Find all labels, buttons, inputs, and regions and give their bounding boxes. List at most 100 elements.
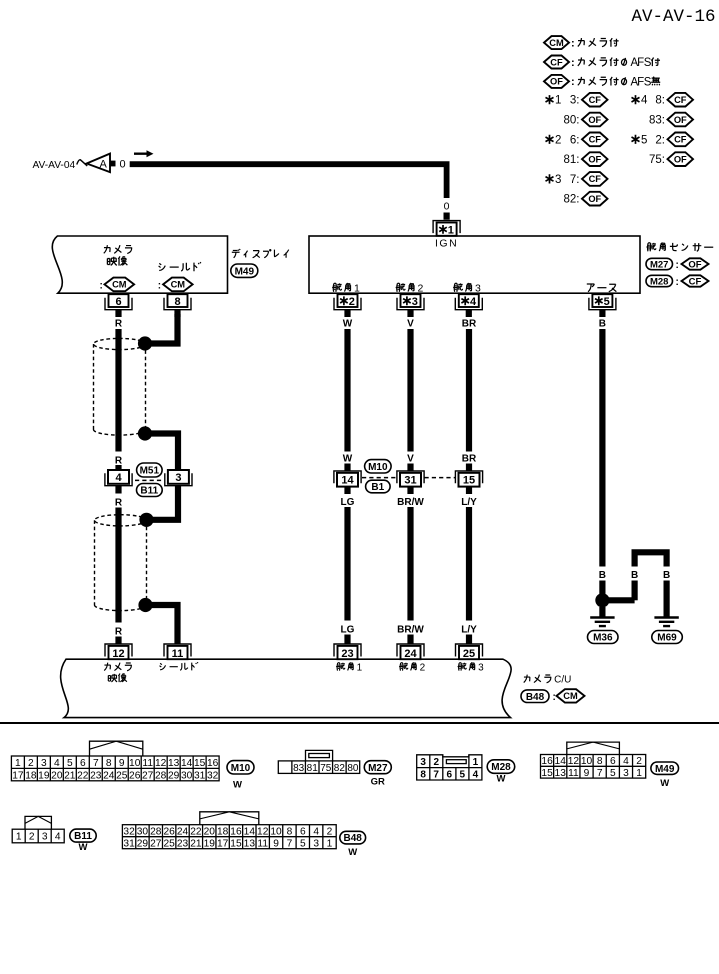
svg-text:R: R	[115, 318, 123, 329]
svg-text:31: 31	[404, 475, 416, 487]
svg-text:V: V	[407, 454, 414, 465]
svg-text:1: 1	[555, 95, 561, 107]
svg-text:OF: OF	[550, 77, 563, 87]
svg-text:W: W	[233, 780, 242, 791]
svg-text:M28: M28	[650, 276, 668, 287]
svg-text:8: 8	[174, 296, 180, 308]
svg-text::: :	[676, 260, 679, 271]
svg-text:6: 6	[610, 756, 616, 767]
svg-text:BR/W: BR/W	[397, 497, 424, 508]
svg-text:7: 7	[287, 838, 293, 849]
svg-text:8: 8	[287, 826, 293, 837]
svg-text:11: 11	[568, 768, 579, 779]
svg-text:CM: CM	[112, 280, 127, 290]
svg-text:B48: B48	[526, 692, 545, 703]
svg-text:M51: M51	[140, 466, 160, 477]
svg-text:V: V	[407, 318, 414, 329]
svg-text:5: 5	[460, 770, 466, 781]
svg-text:M36: M36	[593, 633, 613, 644]
svg-text:14: 14	[244, 826, 256, 837]
svg-text:19: 19	[204, 838, 216, 849]
svg-text:OF: OF	[588, 115, 601, 125]
svg-text:26: 26	[129, 770, 141, 781]
svg-text:83: 83	[293, 763, 305, 774]
svg-text:2: 2	[28, 758, 34, 769]
svg-text:8: 8	[420, 770, 426, 781]
svg-text:17: 17	[217, 838, 229, 849]
svg-text:1: 1	[636, 768, 642, 779]
svg-text:13: 13	[168, 758, 180, 769]
svg-text:25: 25	[163, 838, 175, 849]
svg-text:OF: OF	[674, 154, 687, 164]
svg-text:83:: 83:	[649, 115, 665, 127]
svg-text:9: 9	[273, 838, 279, 849]
svg-text:7: 7	[597, 768, 603, 779]
svg-text:CM: CM	[563, 691, 578, 701]
svg-text:4: 4	[470, 296, 477, 308]
svg-text:14: 14	[181, 758, 193, 769]
svg-text:31: 31	[123, 838, 135, 849]
svg-text:6:: 6:	[570, 134, 580, 146]
svg-text:R: R	[115, 627, 123, 638]
svg-text:80: 80	[347, 763, 359, 774]
svg-text:M10: M10	[368, 462, 388, 473]
svg-text:15: 15	[541, 768, 553, 779]
svg-text:2: 2	[434, 757, 440, 768]
svg-text:12: 12	[155, 758, 167, 769]
svg-text:3: 3	[412, 296, 418, 308]
svg-text:22: 22	[190, 826, 202, 837]
svg-text:1: 1	[16, 832, 22, 843]
svg-text:OF: OF	[588, 154, 601, 164]
svg-text:23: 23	[341, 648, 353, 660]
svg-text:R: R	[115, 498, 123, 509]
svg-text:75:: 75:	[649, 154, 665, 166]
svg-text:27: 27	[150, 838, 162, 849]
svg-text:3: 3	[313, 838, 319, 849]
svg-text:CM: CM	[171, 280, 186, 290]
svg-text:7: 7	[93, 758, 99, 769]
svg-text:L/Y: L/Y	[461, 497, 477, 508]
svg-text:F: F	[637, 57, 644, 69]
svg-text:OF: OF	[588, 194, 601, 204]
svg-text:S: S	[644, 57, 652, 69]
svg-text:8:: 8:	[655, 95, 665, 107]
svg-text:10: 10	[270, 826, 282, 837]
svg-text:IGN: IGN	[435, 237, 458, 249]
svg-text:OF: OF	[674, 115, 687, 125]
svg-text:24: 24	[404, 648, 417, 660]
svg-text:6: 6	[447, 770, 453, 781]
svg-text:B: B	[631, 570, 638, 581]
svg-text:R: R	[115, 456, 123, 467]
svg-text:32: 32	[207, 770, 219, 781]
svg-text:LG: LG	[341, 497, 355, 508]
svg-text:5: 5	[610, 768, 616, 779]
svg-text:M69: M69	[657, 633, 677, 644]
svg-text:9: 9	[584, 768, 590, 779]
svg-text:2: 2	[327, 826, 333, 837]
svg-text:19: 19	[38, 770, 50, 781]
svg-text:OF: OF	[688, 259, 701, 270]
svg-text:4: 4	[55, 832, 61, 843]
svg-text:4: 4	[54, 758, 60, 769]
svg-text:3: 3	[175, 472, 181, 484]
svg-text::: :	[571, 76, 575, 88]
svg-text:L/Y: L/Y	[461, 624, 477, 635]
svg-text:80:: 80:	[564, 115, 580, 127]
svg-text:AV-AV-16: AV-AV-16	[632, 7, 716, 27]
svg-text:17: 17	[12, 770, 24, 781]
svg-text:B1: B1	[371, 482, 384, 493]
svg-text:CM: CM	[549, 38, 564, 48]
svg-text:2:: 2:	[655, 134, 665, 146]
svg-text:C/U: C/U	[554, 675, 571, 686]
svg-text:27: 27	[142, 770, 154, 781]
svg-text:1: 1	[354, 283, 360, 295]
svg-text:F: F	[637, 76, 644, 88]
svg-text:25: 25	[463, 648, 475, 660]
svg-text:M49: M49	[655, 764, 675, 775]
svg-text:81:: 81:	[564, 154, 580, 166]
svg-text:10: 10	[581, 756, 593, 767]
svg-text:15: 15	[194, 758, 206, 769]
svg-text:B: B	[663, 570, 670, 581]
svg-text:12: 12	[112, 648, 124, 660]
svg-text:32: 32	[123, 826, 135, 837]
